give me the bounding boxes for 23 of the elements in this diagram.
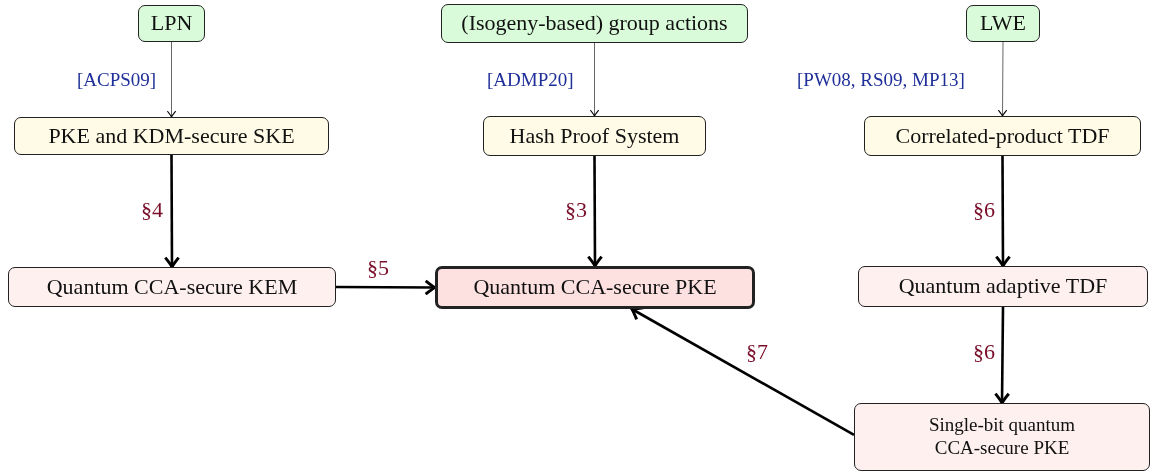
box-label: Quantum adaptive TDF xyxy=(898,273,1108,300)
process-box xyxy=(483,116,706,156)
box-label: Correlated-product TDF xyxy=(895,122,1110,150)
box-label: LWE xyxy=(980,10,1026,37)
process-box xyxy=(435,266,755,309)
process-box xyxy=(8,267,336,307)
edge-label: [PW08, RS09, MP13] xyxy=(796,70,966,91)
box-label: Single-bit quantum CCA-secure PKE xyxy=(927,414,1077,460)
edge-label: [ACPS09] xyxy=(76,70,158,91)
edge-label: [ADMP20] xyxy=(486,70,575,91)
process-box xyxy=(864,116,1141,156)
box-label: (Isogeny-based) group actions xyxy=(461,10,728,37)
box-label: Hash Proof System xyxy=(509,122,680,150)
process-box xyxy=(854,403,1150,471)
process-box xyxy=(138,5,205,42)
box-label: PKE and KDM-secure SKE xyxy=(48,122,295,150)
box-label: Quantum CCA-secure PKE xyxy=(473,274,717,301)
process-box xyxy=(441,4,748,43)
process-box xyxy=(858,266,1148,307)
process-box xyxy=(14,117,329,155)
box-label: LPN xyxy=(150,10,193,37)
box-label: Quantum CCA-secure KEM xyxy=(46,273,298,301)
process-box xyxy=(966,5,1040,42)
